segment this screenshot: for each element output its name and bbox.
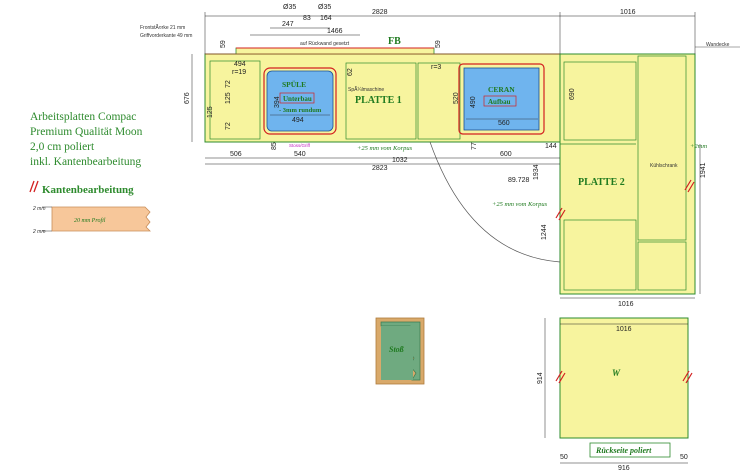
sink-cutout — [266, 70, 334, 132]
fb-note: auf Rückwand gesetzt — [300, 41, 350, 47]
note-edges: inkl. Kantenbearbeitung — [30, 156, 142, 168]
dim-164: 164 — [320, 15, 332, 22]
dim-676: 676 — [184, 92, 191, 104]
cooktop-mount-label: Aufbau — [488, 98, 511, 106]
dim-1934: 1934 — [533, 164, 540, 180]
dishwasher-box — [345, 62, 417, 140]
dim-494-a: 494 — [234, 61, 246, 68]
w-dimension-lines — [544, 318, 688, 464]
dim-1466: 1466 — [327, 28, 343, 35]
fb-backsplash-strip — [235, 47, 435, 55]
sink-width-dim: 494 — [292, 117, 304, 124]
fridge-lower — [637, 241, 687, 291]
note-material: Arbeitsplatten Compac — [30, 111, 137, 123]
stoss-label: Stoß — [389, 345, 404, 354]
radius-19: r=19 — [232, 69, 246, 76]
dim-1032: 1032 — [392, 157, 408, 164]
cooktop-depth-dim: 490 — [470, 96, 477, 108]
cabinet-mid — [417, 62, 461, 140]
dim-1016-w: 1016 — [616, 326, 632, 333]
dim-1244: 1244 — [541, 224, 548, 240]
radius-3: r=3 — [431, 64, 441, 71]
dim-d35-a: Ø35 — [283, 4, 296, 11]
lower-cabinet-right — [563, 219, 637, 291]
door-swing-arc — [429, 141, 561, 263]
cooktop-label: CERAN — [488, 85, 515, 94]
platte2-worktop — [559, 53, 696, 295]
edge-marker-platte2 — [555, 179, 695, 221]
dim-1016-top: 1016 — [620, 9, 636, 16]
small-marker: Stoss/Griff — [289, 143, 311, 148]
plus2-note: +2mm — [690, 143, 707, 150]
platte2-label: PLATTE 2 — [578, 177, 625, 188]
fridge-cabinet — [637, 55, 687, 241]
dim-520: 520 — [453, 92, 460, 104]
korpus-note-2: +25 mm vom Korpus — [492, 201, 548, 208]
dim-72-a: 72 — [225, 80, 232, 88]
top-dimension-lines — [191, 12, 701, 299]
dim-77: 77 — [471, 142, 478, 150]
rueckseite-box — [589, 442, 671, 458]
dim-125-a: 125 — [225, 92, 232, 104]
wall-corner-label: Wandecke — [706, 42, 730, 48]
dim-247: 247 — [282, 21, 294, 28]
cabinet-left — [209, 60, 261, 140]
cooktop-cutout — [463, 67, 540, 131]
dim-540: 540 — [294, 151, 306, 158]
edge-legend-marker — [29, 180, 39, 193]
dim-59-a: 59 — [220, 40, 227, 48]
dim-83: 83 — [303, 15, 311, 22]
note-thickness: 2,0 cm poliert — [30, 141, 95, 153]
dim-914: 914 — [537, 372, 544, 384]
sink-mount-label: Unterbau — [283, 95, 312, 103]
edge-profile-sample — [51, 206, 151, 232]
dim-62: 62 — [347, 68, 354, 76]
dim-d35-b: Ø35 — [318, 4, 331, 11]
w-label: W — [612, 368, 621, 378]
fb-label: FB — [388, 36, 401, 47]
dim-89728: 89.728 — [508, 177, 530, 184]
cooktop-width-dim: 560 — [498, 120, 510, 127]
edge-marker-w — [555, 370, 693, 384]
cooktop-cutout-outer — [458, 63, 545, 135]
dim-600: 600 — [500, 151, 512, 158]
dim-916: 916 — [618, 465, 630, 472]
sink-label: SPÜLE — [282, 80, 306, 89]
dishwasher-label: SpÃ¼lmaschine — [348, 86, 384, 93]
w-worktop — [559, 317, 689, 439]
dim-50-a: 50 — [560, 454, 568, 461]
profile-label: 20 mm Profil — [74, 217, 106, 224]
platte1-label: PLATTE 1 — [355, 95, 402, 106]
dim-394: 394 — [274, 96, 281, 108]
dim-72-b: 72 — [225, 122, 232, 130]
back-polished-label: Rückseite poliert — [595, 446, 652, 455]
dim-59-b: 59 — [435, 40, 442, 48]
korpus-note-1: +25 mm vom Korpus — [357, 145, 413, 152]
fridge-label: Kühlschrank — [650, 163, 678, 169]
dim-85: 85 — [271, 142, 278, 150]
dim-2828: 2828 — [372, 9, 388, 16]
dim-2823: 2823 — [372, 165, 388, 172]
dim-1016-mid: 1016 — [618, 301, 634, 308]
dim-50-b: 50 — [680, 454, 688, 461]
note-quality: Premium Qualität Moon — [30, 126, 143, 138]
dim-144: 144 — [545, 143, 557, 150]
profile-dim-top: 2 mm — [32, 206, 46, 212]
dim-690: 690 — [569, 88, 576, 100]
dim-1941: 1941 — [700, 162, 707, 178]
profile-dim-bottom: 2 mm — [32, 229, 46, 235]
front-thickness-note: FrontstÃ¤rke 21 mm — [140, 24, 185, 31]
edge-legend-title: Kantenbearbeitung — [42, 184, 134, 196]
dim-506: 506 — [230, 151, 242, 158]
dim-125-b: 125 — [207, 106, 214, 118]
corner-cabinet — [563, 61, 637, 141]
sink-offset-label: - 3mm rundum — [279, 107, 322, 114]
grip-edge-note: Griffvorderkante 49 mm — [140, 33, 192, 39]
sink-cutout-outer — [263, 67, 337, 135]
